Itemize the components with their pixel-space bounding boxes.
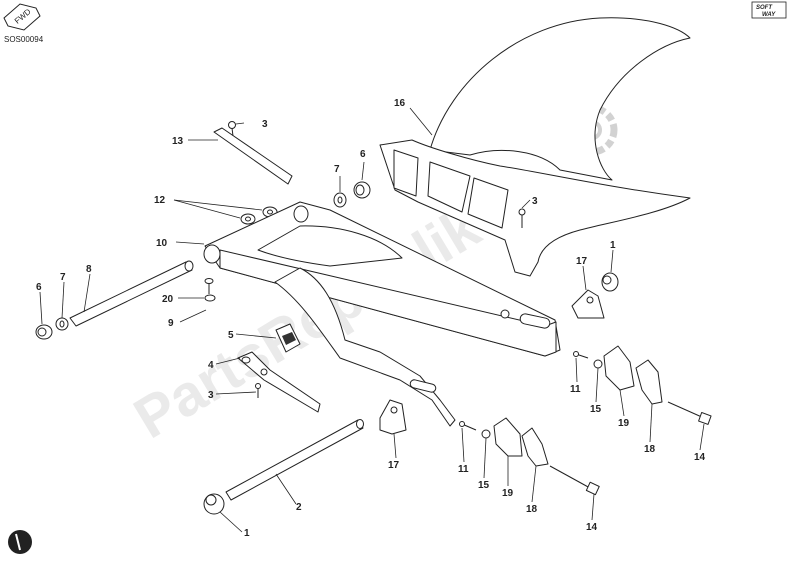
bracket-lower — [379, 399, 407, 435]
callout-4: 4 — [208, 360, 214, 371]
lower-chain-guide — [237, 351, 321, 413]
bush-set-top — [333, 181, 371, 208]
bush-lower — [203, 493, 225, 515]
callout-3-lower: 3 — [208, 390, 214, 401]
callout-6-top: 6 — [360, 149, 366, 160]
callout-18-lower: 18 — [526, 504, 538, 515]
callout-16: 16 — [394, 98, 406, 109]
callout-1-lower: 1 — [244, 528, 250, 539]
callout-18-right: 18 — [644, 444, 656, 455]
callout-19-right: 19 — [618, 418, 630, 429]
mudguard-bolt — [518, 208, 526, 228]
rear-axle — [225, 419, 364, 501]
callout-2: 2 — [296, 502, 302, 513]
callout-15-lower: 15 — [478, 480, 490, 491]
callout-6-left: 6 — [36, 282, 42, 293]
logo-line-2: WAY — [762, 12, 776, 18]
callout-17-right: 17 — [576, 256, 588, 267]
chain-pad — [275, 323, 301, 353]
callout-5: 5 — [228, 330, 234, 341]
softway-logo: SOFT WAY — [751, 1, 787, 19]
corner-mark-detail — [15, 533, 21, 551]
logo-line-1: SOFT — [756, 5, 773, 11]
callout-14-right: 14 — [694, 452, 706, 463]
chain-guide — [213, 121, 293, 185]
chain-tensioner-lower — [459, 417, 600, 496]
pivot-shaft — [35, 260, 194, 340]
callout-15-right: 15 — [590, 404, 602, 415]
swingarm — [203, 201, 561, 427]
callout-17-lower: 17 — [388, 460, 400, 471]
callout-7-top: 7 — [334, 164, 340, 175]
leader-lines — [39, 107, 705, 533]
callout-labels: 16 3 13 7 6 12 10 3 1 17 6 7 8 20 9 5 4 … — [36, 98, 706, 539]
callout-13: 13 — [172, 136, 184, 147]
callout-1-right: 1 — [610, 240, 616, 251]
callout-10: 10 — [156, 238, 168, 249]
callout-11-lower: 11 — [458, 464, 469, 475]
rear-mudguard — [379, 17, 691, 277]
diagram-code: SOS00094 — [4, 35, 44, 44]
callout-7-left: 7 — [60, 272, 66, 283]
callout-8: 8 — [86, 264, 92, 275]
bracket-right — [571, 289, 605, 319]
callout-12: 12 — [154, 195, 166, 206]
fwd-arrow-icon: FWD — [3, 3, 41, 31]
callout-11-right: 11 — [570, 384, 581, 395]
callout-20: 20 — [162, 294, 174, 305]
corner-mark-icon — [8, 530, 32, 554]
callout-3-top: 3 — [262, 119, 268, 130]
callout-19-lower: 19 — [502, 488, 514, 499]
bush-right — [601, 272, 619, 292]
callout-3-mudguard: 3 — [532, 196, 538, 207]
callout-14-lower: 14 — [586, 522, 598, 533]
chain-tensioner-right — [573, 345, 712, 425]
callout-9: 9 — [168, 318, 174, 329]
bolt-washer-9-20 — [204, 278, 216, 302]
